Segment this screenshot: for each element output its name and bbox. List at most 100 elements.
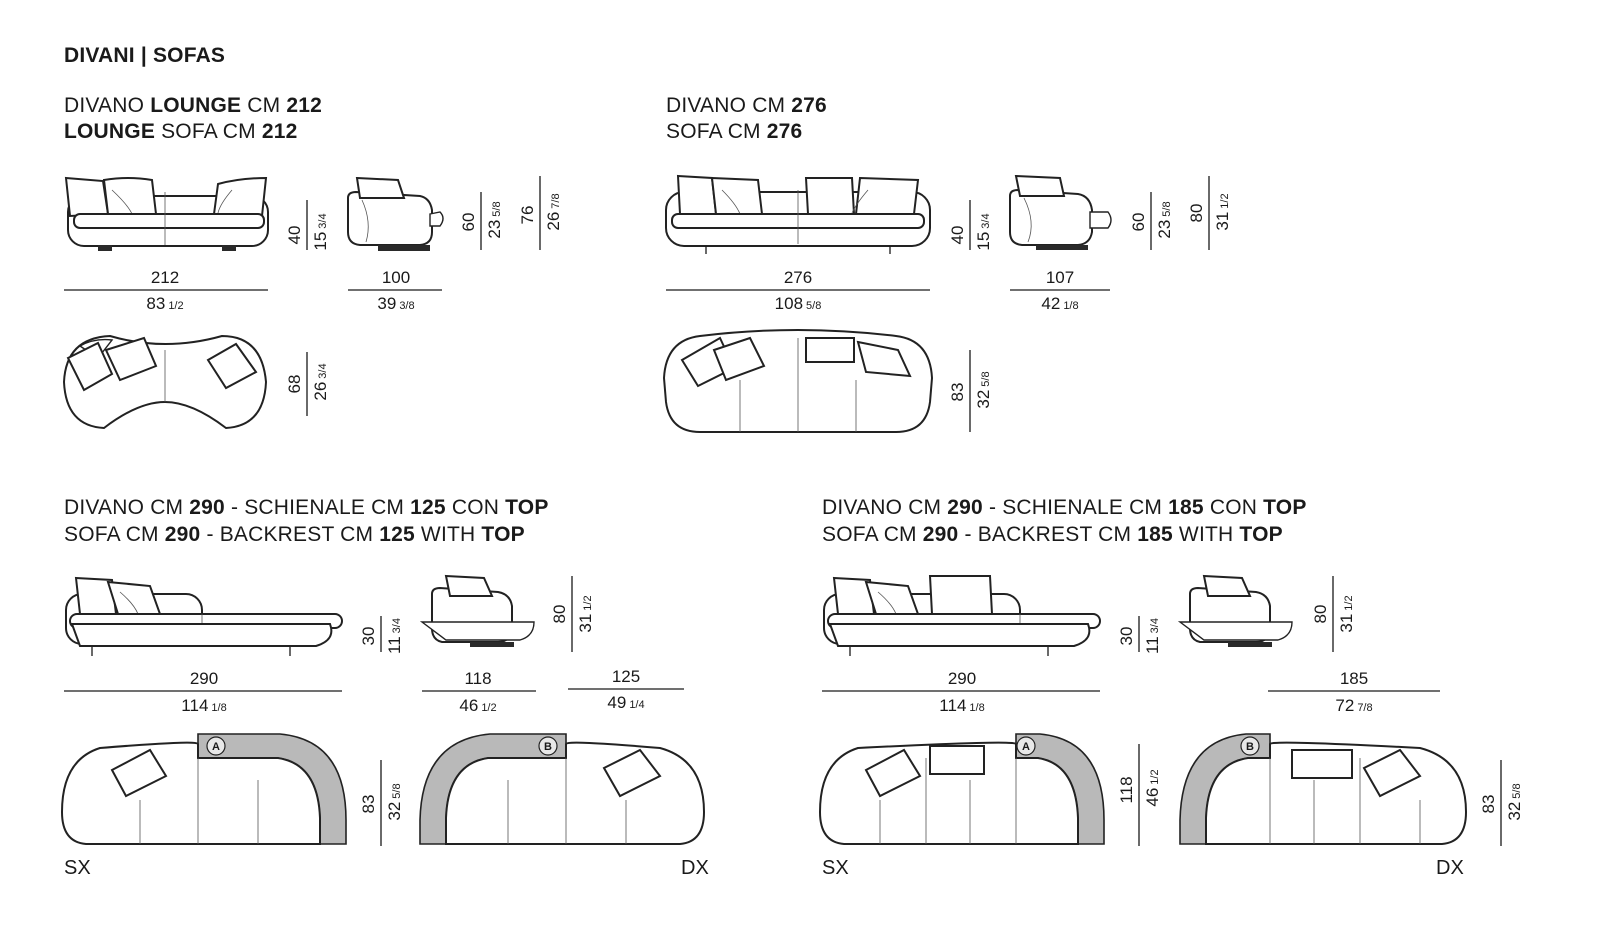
svg-text:40: 40 bbox=[948, 226, 967, 245]
title-run: CON bbox=[1204, 496, 1263, 519]
svg-text:325/8: 325/8 bbox=[974, 371, 993, 408]
title-run: 290 bbox=[923, 523, 959, 546]
svg-text:311/2: 311/2 bbox=[576, 595, 595, 632]
svg-text:290: 290 bbox=[948, 669, 976, 688]
section-4-title-en: SOFA CM 290 - BACKREST CM 185 WITH TOP bbox=[822, 523, 1283, 546]
title-run: DIVANO CM bbox=[64, 496, 189, 519]
sofa-290-185-plan-sx: A bbox=[818, 733, 1105, 845]
svg-text:B: B bbox=[1246, 741, 1254, 753]
title-run: SOFA CM bbox=[64, 523, 165, 546]
svg-text:421/8: 421/8 bbox=[1041, 294, 1078, 313]
sofa-290-125-front-view bbox=[65, 576, 343, 656]
svg-text:107: 107 bbox=[1046, 268, 1074, 287]
dim-back-height-cm: 76 bbox=[518, 206, 537, 225]
lounge-212-front-view bbox=[64, 176, 269, 251]
title-run: 185 bbox=[1137, 523, 1173, 546]
title-run: DIVANO CM bbox=[822, 496, 947, 519]
title-run: TOP bbox=[1263, 496, 1306, 519]
dim-width-cm: 212 bbox=[151, 268, 179, 287]
title-run: TOP bbox=[481, 523, 524, 546]
title-run: LOUNGE bbox=[150, 94, 241, 117]
title-run: 276 bbox=[791, 94, 827, 117]
title-run: 290 bbox=[165, 523, 201, 546]
section-3-title-en: SOFA CM 290 - BACKREST CM 125 WITH TOP bbox=[64, 523, 525, 546]
svg-text:DX: DX bbox=[1436, 857, 1464, 879]
dim-depth-cm: 100 bbox=[382, 268, 410, 287]
title-run: - SCHIENALE CM bbox=[983, 496, 1168, 519]
title-run: DIVANO CM bbox=[666, 94, 791, 117]
side-label-sx: SX bbox=[64, 857, 91, 879]
svg-text:125: 125 bbox=[612, 667, 640, 686]
svg-text:A: A bbox=[1022, 741, 1030, 753]
side-label-dx: DX bbox=[681, 857, 709, 879]
title-run: WITH bbox=[415, 523, 482, 546]
page-title: DIVANI | SOFAS bbox=[64, 44, 225, 67]
sofa-276-plan-view bbox=[662, 329, 934, 433]
title-run: TOP bbox=[1239, 523, 1282, 546]
dim-arm-height-cm: 60 bbox=[459, 213, 478, 232]
svg-text:263/4: 263/4 bbox=[311, 363, 330, 400]
svg-text:118: 118 bbox=[464, 669, 491, 688]
svg-text:153/4: 153/4 bbox=[974, 213, 993, 250]
title-run: 276 bbox=[767, 120, 803, 143]
section-1-title-en: LOUNGE SOFA CM 212 bbox=[64, 120, 298, 143]
svg-text:461/2: 461/2 bbox=[459, 696, 496, 715]
svg-text:153/4: 153/4 bbox=[311, 213, 330, 250]
svg-text:83: 83 bbox=[948, 383, 967, 402]
sofa-290-125-plan-sx: A bbox=[60, 733, 347, 845]
title-run: CM bbox=[241, 94, 286, 117]
svg-text:30: 30 bbox=[359, 627, 378, 646]
svg-text:185: 185 bbox=[1340, 669, 1368, 688]
title-run: SOFA CM bbox=[155, 120, 262, 143]
svg-text:311/2: 311/2 bbox=[1213, 193, 1232, 230]
svg-text:235/8: 235/8 bbox=[1155, 201, 1174, 238]
svg-text:393/8: 393/8 bbox=[377, 294, 414, 313]
svg-text:831/2: 831/2 bbox=[146, 294, 183, 313]
svg-text:80: 80 bbox=[1187, 204, 1206, 223]
svg-text:290: 290 bbox=[190, 669, 218, 688]
title-run: TOP bbox=[505, 496, 548, 519]
sofa-290-125-plan-dx: B bbox=[419, 733, 706, 845]
dim-width-in: 83 bbox=[146, 294, 165, 313]
svg-text:727/8: 727/8 bbox=[1335, 696, 1372, 715]
svg-text:325/8: 325/8 bbox=[1505, 783, 1524, 820]
title-run: CON bbox=[446, 496, 505, 519]
svg-text:113/4: 113/4 bbox=[1143, 618, 1162, 654]
section-3-title-it: DIVANO CM 290 - SCHIENALE CM 125 CON TOP bbox=[64, 496, 549, 519]
lounge-212-side-view bbox=[347, 176, 444, 251]
svg-text:113/4: 113/4 bbox=[385, 618, 404, 654]
badge-b: B bbox=[544, 741, 552, 753]
svg-text:118: 118 bbox=[1117, 776, 1136, 803]
svg-text:83: 83 bbox=[1479, 795, 1498, 814]
svg-text:80: 80 bbox=[550, 605, 569, 624]
svg-text:60: 60 bbox=[1129, 213, 1148, 232]
lounge-212-plan-view bbox=[62, 334, 268, 430]
title-run: - BACKREST CM bbox=[958, 523, 1137, 546]
svg-text:461/2: 461/2 bbox=[1143, 769, 1162, 806]
title-run: 125 bbox=[410, 496, 446, 519]
title-run: - SCHIENALE CM bbox=[225, 496, 410, 519]
sofa-276-side-view bbox=[1009, 174, 1112, 250]
title-run: LOUNGE bbox=[64, 120, 155, 143]
sofa-290-185-side-view bbox=[1177, 574, 1293, 647]
title-run: 290 bbox=[947, 496, 983, 519]
section-2-title-en: SOFA CM 276 bbox=[666, 120, 802, 143]
section-1-title-it: DIVANO LOUNGE CM 212 bbox=[64, 94, 322, 117]
section-4-title-it: DIVANO CM 290 - SCHIENALE CM 185 CON TOP bbox=[822, 496, 1307, 519]
svg-text:235/8: 235/8 bbox=[485, 201, 504, 238]
title-run: 125 bbox=[379, 523, 415, 546]
svg-text:325/8: 325/8 bbox=[385, 783, 404, 820]
sofa-290-185-front-view bbox=[823, 575, 1101, 656]
sofa-290-125-side-view bbox=[419, 574, 535, 647]
title-run: 185 bbox=[1168, 496, 1204, 519]
dim-depth-in: 39 bbox=[377, 294, 396, 313]
title-run: 212 bbox=[286, 94, 322, 117]
svg-text:491/4: 491/4 bbox=[607, 693, 644, 712]
svg-text:30: 30 bbox=[1117, 627, 1136, 646]
